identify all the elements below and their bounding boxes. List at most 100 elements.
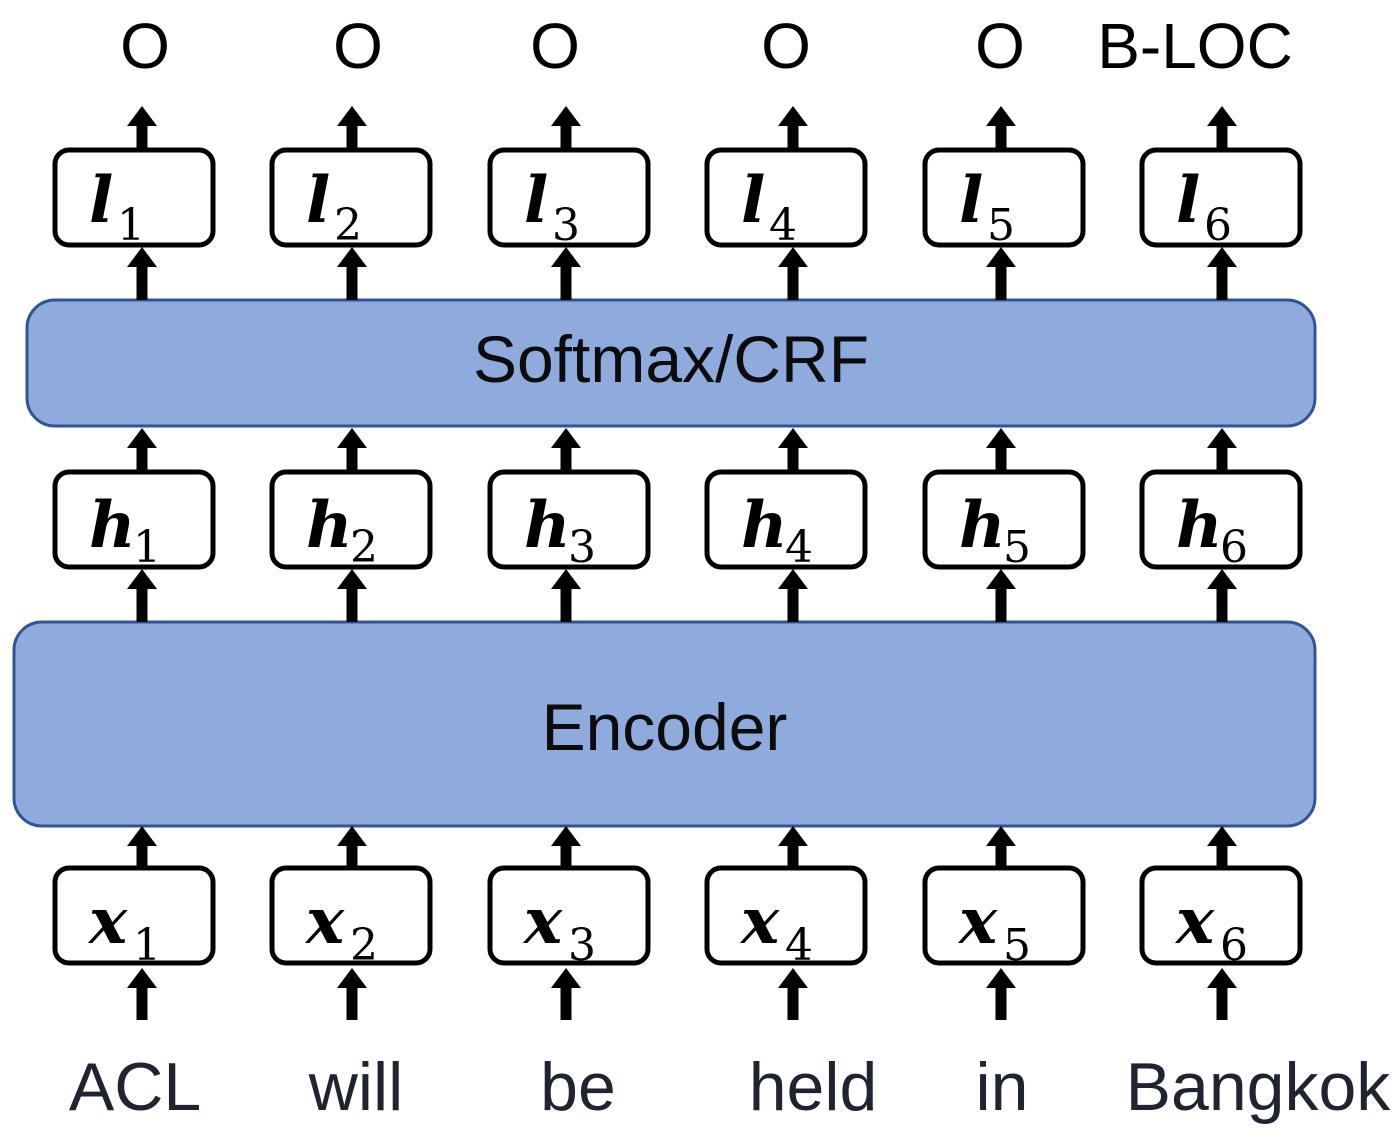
up-arrow-icon	[337, 106, 367, 150]
input-box	[1139, 865, 1303, 966]
encoder-block	[12, 620, 1317, 828]
output-tag: O	[975, 10, 1025, 82]
label-box	[1139, 147, 1303, 248]
input-variable: x	[957, 884, 998, 959]
label-variable-subscript: 5	[987, 200, 1015, 251]
hidden-variable-subscript: 4	[785, 522, 813, 573]
input-variable-subscript: 6	[1220, 920, 1248, 971]
hidden-box	[269, 469, 433, 570]
input-box	[269, 865, 433, 966]
output-tag: O	[333, 10, 383, 82]
up-arrow-icon	[127, 106, 157, 150]
encoder-label: Encoder	[542, 690, 788, 764]
up-arrow-icon	[778, 106, 808, 150]
label-box	[487, 147, 651, 248]
input-variable: x	[522, 884, 563, 959]
up-arrow-icon	[778, 826, 808, 868]
hidden-box	[704, 469, 868, 570]
up-arrow-icon	[551, 826, 581, 868]
label-variable: l	[524, 163, 548, 238]
hidden-variable: h	[89, 488, 136, 563]
input-word: will	[308, 1049, 403, 1125]
up-arrow-icon	[337, 428, 367, 472]
output-tag: O	[761, 10, 811, 82]
input-variable: x	[739, 884, 780, 959]
up-arrow-icon	[551, 106, 581, 150]
hidden-box	[487, 469, 651, 570]
output-tag: O	[530, 10, 580, 82]
hidden-variable-subscript: 3	[568, 522, 596, 573]
label-box	[52, 147, 216, 248]
label-box	[704, 147, 868, 248]
up-arrow-icon	[1207, 428, 1237, 472]
label-variable-subscript: 6	[1204, 200, 1232, 251]
hidden-variable: h	[1176, 488, 1223, 563]
up-arrow-icon	[986, 569, 1016, 622]
input-box	[487, 865, 651, 966]
input-variable: x	[87, 884, 128, 959]
up-arrow-icon	[1207, 569, 1237, 622]
label-variable: l	[89, 163, 113, 238]
label-variable-subscript: 1	[117, 200, 145, 251]
up-arrow-icon	[778, 247, 808, 300]
hidden-variable-subscript: 1	[133, 522, 161, 573]
input-variable: x	[1174, 884, 1215, 959]
label-variable: l	[959, 163, 983, 238]
up-arrow-icon	[127, 247, 157, 300]
up-arrow-icon	[127, 826, 157, 868]
up-arrow-icon	[1207, 106, 1237, 150]
up-arrow-icon	[551, 569, 581, 622]
up-arrow-icon	[986, 428, 1016, 472]
hidden-box	[52, 469, 216, 570]
label-box	[922, 147, 1086, 248]
label-variable-subscript: 3	[552, 200, 580, 251]
input-variable-subscript: 1	[133, 920, 161, 971]
up-arrow-icon	[337, 826, 367, 868]
up-arrow-icon	[1207, 247, 1237, 300]
hidden-variable-subscript: 6	[1220, 522, 1248, 573]
up-arrow-icon	[337, 247, 367, 300]
up-arrow-icon	[986, 106, 1016, 150]
input-box	[922, 865, 1086, 966]
input-word: held	[749, 1049, 878, 1125]
up-arrow-icon	[1207, 968, 1237, 1020]
input-variable: x	[304, 884, 345, 959]
input-variable-subscript: 4	[785, 920, 813, 971]
label-variable: l	[1176, 163, 1200, 238]
up-arrow-icon	[551, 247, 581, 300]
up-arrow-icon	[986, 826, 1016, 868]
hidden-variable-subscript: 2	[350, 522, 378, 573]
up-arrow-icon	[778, 968, 808, 1020]
input-word: ACL	[69, 1049, 201, 1125]
input-variable-subscript: 3	[568, 920, 596, 971]
output-tag: B-LOC	[1097, 10, 1293, 82]
up-arrow-icon	[986, 968, 1016, 1020]
up-arrow-icon	[337, 569, 367, 622]
input-variable-subscript: 2	[350, 920, 378, 971]
label-variable-subscript: 2	[334, 200, 362, 251]
up-arrow-icon	[127, 968, 157, 1020]
label-variable: l	[741, 163, 765, 238]
up-arrow-icon	[986, 247, 1016, 300]
up-arrow-icon	[551, 428, 581, 472]
hidden-variable: h	[306, 488, 353, 563]
output-tag: O	[120, 10, 170, 82]
input-variable-subscript: 5	[1003, 920, 1031, 971]
hidden-box	[1139, 469, 1303, 570]
label-box	[269, 147, 433, 248]
hidden-variable-subscript: 5	[1003, 522, 1031, 573]
up-arrow-icon	[127, 428, 157, 472]
softmax-crf-block	[25, 298, 1317, 428]
hidden-variable: h	[741, 488, 788, 563]
up-arrow-icon	[1207, 826, 1237, 868]
input-word: be	[540, 1049, 616, 1125]
up-arrow-icon	[127, 569, 157, 622]
up-arrow-icon	[337, 968, 367, 1020]
hidden-variable: h	[524, 488, 571, 563]
input-box	[704, 865, 868, 966]
hidden-box	[922, 469, 1086, 570]
input-word: in	[976, 1049, 1029, 1125]
hidden-variable: h	[959, 488, 1006, 563]
